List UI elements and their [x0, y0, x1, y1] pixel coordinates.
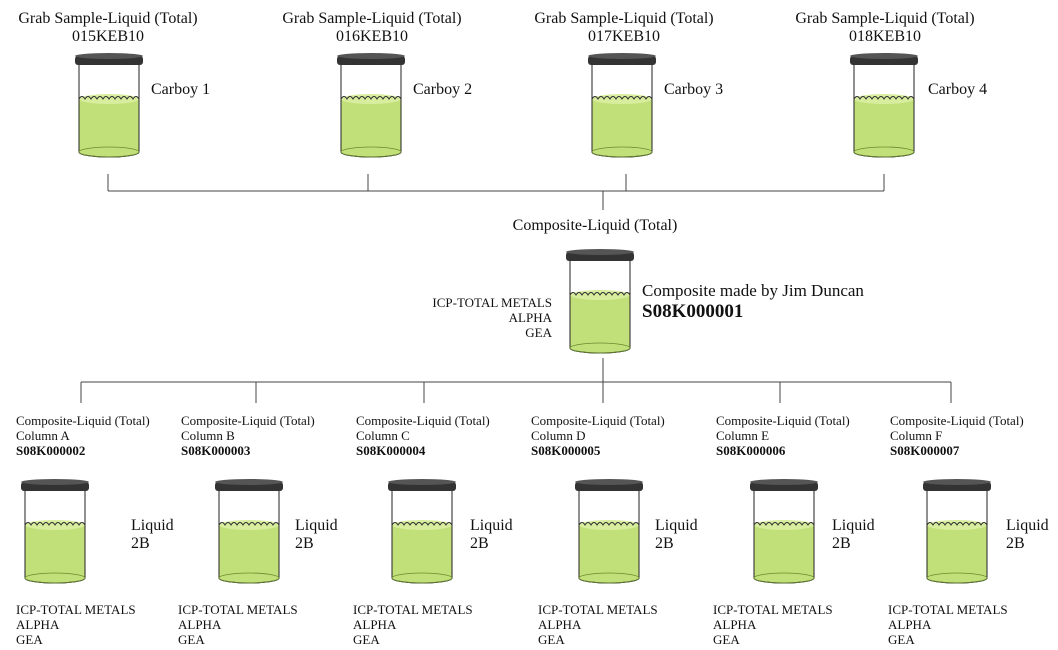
carboy-4-id: 018KEB10	[849, 28, 921, 45]
composite-analysis-2: ALPHA	[508, 310, 552, 325]
subsample-a-column: Column A	[16, 428, 70, 443]
subsample-b-analyses: ICP-TOTAL METALS ALPHA GEA	[178, 602, 298, 647]
subsample-d-liquid-label: Liquid 2B	[655, 517, 698, 553]
carboy-3-id: 017KEB10	[588, 28, 660, 45]
subsample-a-id: S08K000002	[16, 443, 86, 458]
subsample-e-id: S08K000006	[716, 443, 786, 458]
carboy-1-sample-type: Grab Sample-Liquid (Total)	[18, 10, 198, 27]
subsample-b-id: S08K000003	[181, 443, 251, 458]
composite-analyses: ICP-TOTAL METALS ALPHA GEA	[432, 295, 552, 340]
carboy-2-label: Carboy 2	[413, 81, 473, 98]
subsample-a-liquid-line1: Liquid	[131, 517, 174, 534]
subsample-c-liquid-line1: Liquid	[470, 517, 513, 534]
subsample-c-analyses: ICP-TOTAL METALS ALPHA GEA	[353, 602, 473, 647]
subsample-e-header: Composite-Liquid (Total) Column E S08K00…	[716, 413, 850, 458]
subsample-b-analysis-2: ALPHA	[178, 617, 222, 632]
carboy-3-jar-icon	[588, 53, 656, 158]
subsample-f-header: Composite-Liquid (Total) Column F S08K00…	[890, 413, 1024, 458]
subsample-d-analysis-3: GEA	[538, 632, 565, 647]
subsample-a-analysis-1: ICP-TOTAL METALS	[16, 602, 136, 617]
subsample-c-id: S08K000004	[356, 443, 426, 458]
subsample-f-column: Column F	[890, 428, 943, 443]
subsample-d-analysis-2: ALPHA	[538, 617, 582, 632]
subsample-f-liquid-label: Liquid 2B	[1006, 517, 1049, 553]
subsample-e-liquid-line2: 2B	[832, 535, 851, 552]
subsample-e-column: Column E	[716, 428, 770, 443]
subsample-a-analysis-2: ALPHA	[16, 617, 60, 632]
subsample-b-liquid-line2: 2B	[295, 535, 314, 552]
subsample-e-liquid-label: Liquid 2B	[832, 517, 875, 553]
subsample-b-liquid-line1: Liquid	[295, 517, 338, 534]
subsample-a-analysis-3: GEA	[16, 632, 43, 647]
subsample-c-analysis-2: ALPHA	[353, 617, 397, 632]
subsample-a-jar-icon	[21, 479, 89, 584]
subsample-c-jar-icon	[388, 479, 456, 584]
subsample-e-sample-type: Composite-Liquid (Total)	[716, 413, 850, 428]
carboy-2-jar-icon	[337, 53, 405, 158]
subsample-e-analyses: ICP-TOTAL METALS ALPHA GEA	[713, 602, 833, 647]
subsample-f-analysis-1: ICP-TOTAL METALS	[888, 602, 1008, 617]
subsample-c-analysis-3: GEA	[353, 632, 380, 647]
carboy-1-label: Carboy 1	[151, 81, 211, 98]
composite-analysis-3: GEA	[525, 325, 552, 340]
subsample-b-header: Composite-Liquid (Total) Column B S08K00…	[181, 413, 315, 458]
composite-analysis-1: ICP-TOTAL METALS	[432, 295, 552, 310]
subsample-d-liquid-line1: Liquid	[655, 517, 698, 534]
subsample-f-id: S08K000007	[890, 443, 960, 458]
carboy-1-jar-icon	[75, 53, 143, 158]
subsample-f-analysis-3: GEA	[888, 632, 915, 647]
subsample-e-analysis-2: ALPHA	[713, 617, 757, 632]
carboy-4-sample-type: Grab Sample-Liquid (Total)	[795, 10, 975, 27]
subsample-c-analysis-1: ICP-TOTAL METALS	[353, 602, 473, 617]
subsample-d-jar-icon	[575, 479, 643, 584]
composite-id: S08K000001	[642, 301, 744, 322]
subsample-e-liquid-line1: Liquid	[832, 517, 875, 534]
subsample-d-analysis-1: ICP-TOTAL METALS	[538, 602, 658, 617]
subsample-f-jar-icon	[923, 479, 991, 584]
subsample-e-analysis-3: GEA	[713, 632, 740, 647]
subsample-c-liquid-line2: 2B	[470, 535, 489, 552]
carboy-2-id: 016KEB10	[336, 28, 408, 45]
subsample-f-sample-type: Composite-Liquid (Total)	[890, 413, 1024, 428]
subsample-b-column: Column B	[181, 428, 235, 443]
subsample-a-header: Composite-Liquid (Total) Column A S08K00…	[16, 413, 150, 458]
composite-note: Composite made by Jim Duncan	[642, 281, 864, 300]
subsample-d-liquid-line2: 2B	[655, 535, 674, 552]
carboy-1-id: 015KEB10	[72, 28, 144, 45]
subsample-c-liquid-label: Liquid 2B	[470, 517, 513, 553]
subsample-f-analysis-2: ALPHA	[888, 617, 932, 632]
subsample-d-id: S08K000005	[531, 443, 601, 458]
subsample-c-sample-type: Composite-Liquid (Total)	[356, 413, 490, 428]
carboy-2-sample-type: Grab Sample-Liquid (Total)	[282, 10, 462, 27]
subsample-c-header: Composite-Liquid (Total) Column C S08K00…	[356, 413, 490, 458]
subsample-f-analyses: ICP-TOTAL METALS ALPHA GEA	[888, 602, 1008, 647]
subsample-e-analysis-1: ICP-TOTAL METALS	[713, 602, 833, 617]
subsample-d-analyses: ICP-TOTAL METALS ALPHA GEA	[538, 602, 658, 647]
subsample-b-analysis-3: GEA	[178, 632, 205, 647]
subsample-d-header: Composite-Liquid (Total) Column D S08K00…	[531, 413, 665, 458]
carboy-4-label: Carboy 4	[928, 81, 988, 98]
subsample-a-liquid-label: Liquid 2B	[131, 517, 174, 553]
subsample-b-sample-type: Composite-Liquid (Total)	[181, 413, 315, 428]
subsample-b-analysis-1: ICP-TOTAL METALS	[178, 602, 298, 617]
composite-sample-type: Composite-Liquid (Total)	[512, 217, 678, 234]
subsample-c-column: Column C	[356, 428, 410, 443]
carboy-4-jar-icon	[850, 53, 918, 158]
subsample-f-liquid-line1: Liquid	[1006, 517, 1049, 534]
subsample-a-sample-type: Composite-Liquid (Total)	[16, 413, 150, 428]
subsample-a-liquid-line2: 2B	[131, 535, 150, 552]
subsample-d-column: Column D	[531, 428, 586, 443]
subsample-e-jar-icon	[750, 479, 818, 584]
composite-jar-icon	[566, 249, 634, 354]
subsample-a-analyses: ICP-TOTAL METALS ALPHA GEA	[16, 602, 136, 647]
subsample-b-jar-icon	[215, 479, 283, 584]
subsample-b-liquid-label: Liquid 2B	[295, 517, 338, 553]
carboy-3-label: Carboy 3	[664, 81, 724, 98]
carboy-3-sample-type: Grab Sample-Liquid (Total)	[534, 10, 714, 27]
subsample-d-sample-type: Composite-Liquid (Total)	[531, 413, 665, 428]
subsample-f-liquid-line2: 2B	[1006, 535, 1025, 552]
